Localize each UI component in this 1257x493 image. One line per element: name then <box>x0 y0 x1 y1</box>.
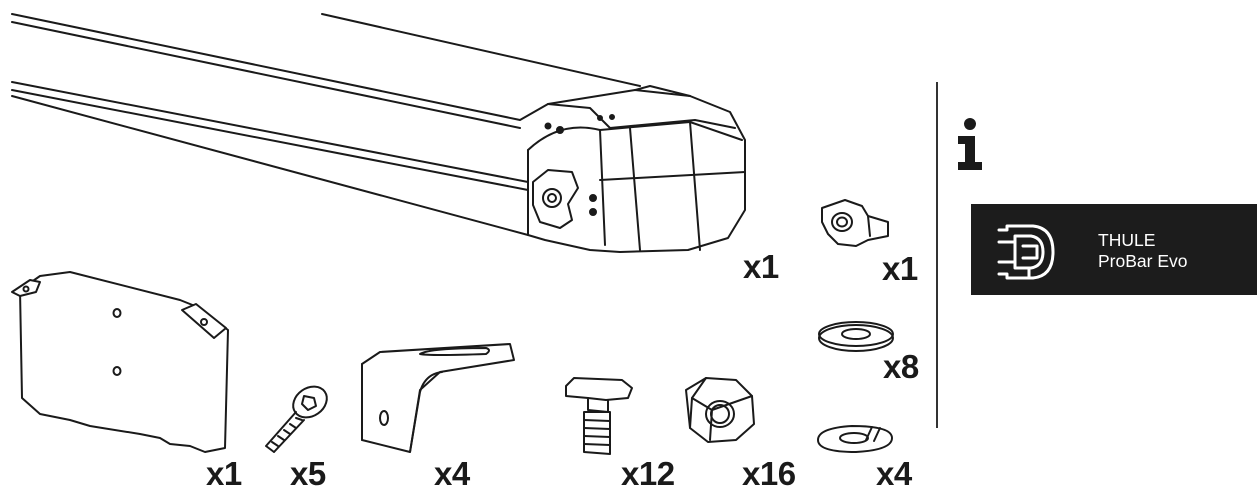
flat-washer-icon <box>819 322 893 351</box>
t-bolt-quantity: x12 <box>621 455 675 492</box>
mounting-plate-icon <box>12 272 228 452</box>
roof-bar-icon <box>12 14 745 252</box>
section-divider <box>936 82 938 428</box>
info-icon <box>958 118 982 170</box>
product-badge: THULE ProBar Evo <box>971 204 1257 295</box>
hex-socket-screw-quantity: x5 <box>290 455 326 492</box>
wing-nut-quantity: x1 <box>882 250 918 287</box>
mounting-plate-quantity: x1 <box>206 455 242 492</box>
hex-socket-screw-icon <box>266 380 333 452</box>
lock-washer-icon <box>818 426 892 452</box>
lock-washer-quantity: x4 <box>876 455 912 492</box>
hex-nut-icon <box>686 378 754 442</box>
angle-bracket-icon <box>362 344 514 452</box>
angle-bracket-quantity: x4 <box>434 455 470 492</box>
hex-nut-quantity: x16 <box>742 455 796 492</box>
roof-bar-quantity: x1 <box>743 248 779 285</box>
flat-washer-quantity: x8 <box>883 348 919 385</box>
t-bolt-icon <box>566 378 632 454</box>
wing-nut-icon <box>822 200 888 246</box>
product-model: ProBar Evo <box>1098 251 1188 271</box>
probar-logo-icon <box>997 224 1055 280</box>
product-brand: THULE <box>1098 230 1156 250</box>
